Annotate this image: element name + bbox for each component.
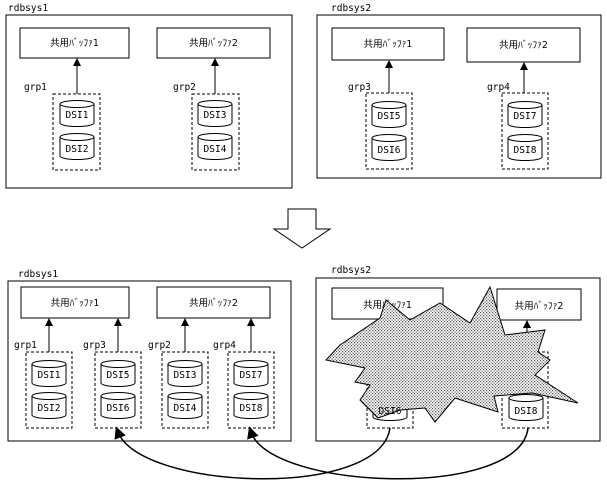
top-dsi5: DSI5 bbox=[378, 111, 401, 122]
database-cylinder-icon: DSI4 bbox=[197, 133, 233, 160]
bottom-rdbsys1-panel: rdbsys1 共用ﾊﾞｯﾌｧ1 共用ﾊﾞｯﾌｧ2 grp1 DSI1 DSI2… bbox=[7, 269, 292, 442]
database-cylinder-icon bbox=[508, 394, 544, 421]
database-cylinder-icon: DSI8 bbox=[233, 392, 269, 419]
bottom-dsi8: DSI8 bbox=[240, 403, 263, 414]
top-sys2-label: rdbsys2 bbox=[331, 3, 371, 14]
top-grp2-label: grp2 bbox=[173, 82, 196, 93]
top-sys1-buffer1-label: 共用ﾊﾞｯﾌｧ1 bbox=[50, 38, 99, 49]
database-cylinder-icon: DSI3 bbox=[167, 360, 203, 387]
bottom-grp1-label: grp1 bbox=[14, 340, 37, 351]
top-sys1-buffer2-label: 共用ﾊﾞｯﾌｧ2 bbox=[189, 38, 238, 49]
top-sys2-buffer2 bbox=[466, 27, 581, 63]
top-dsi8: DSI8 bbox=[514, 145, 537, 156]
bottom-sys1-buffer1-label: 共用ﾊﾞｯﾌｧ1 bbox=[51, 298, 100, 309]
top-grp1-label: grp1 bbox=[24, 82, 47, 93]
bottom-sys1-label: rdbsys1 bbox=[18, 269, 58, 280]
top-rdbsys1-panel: rdbsys1 共用ﾊﾞｯﾌｧ1 共用ﾊﾞｯﾌｧ2 grp1 DSI1 DSI2… bbox=[5, 3, 293, 189]
failure-burst-icon bbox=[325, 285, 579, 423]
database-cylinder-icon: DSI1 bbox=[59, 100, 95, 127]
database-cylinder-icon: DSI5 bbox=[371, 101, 407, 128]
top-dsi6: DSI6 bbox=[378, 145, 401, 156]
top-grp4-label: grp4 bbox=[487, 82, 510, 93]
top-grp2-box bbox=[191, 93, 240, 171]
failover-arrow-grp3 bbox=[114, 426, 391, 480]
bottom-sys2-dsi8: DSI8 bbox=[515, 406, 538, 417]
failover-arrow-grp4 bbox=[247, 426, 529, 480]
bottom-grp3-label: grp3 bbox=[83, 340, 106, 351]
top-sys2-buffer1-label: 共用ﾊﾞｯﾌｧ1 bbox=[364, 39, 413, 50]
top-dsi4: DSI4 bbox=[204, 144, 227, 155]
database-cylinder-icon: DSI6 bbox=[371, 134, 407, 161]
top-sys2-buffer2-label: 共用ﾊﾞｯﾌｧ2 bbox=[499, 40, 548, 51]
bottom-dsi4: DSI4 bbox=[174, 403, 197, 414]
database-cylinder-icon: DSI7 bbox=[233, 360, 269, 387]
top-sys1-buffer2 bbox=[156, 27, 271, 59]
bottom-dsi5: DSI5 bbox=[107, 370, 130, 381]
bottom-dsi1: DSI1 bbox=[38, 370, 61, 381]
database-cylinder-icon: DSI2 bbox=[59, 133, 95, 160]
bottom-dsi2: DSI2 bbox=[38, 403, 61, 414]
top-grp3-box bbox=[365, 92, 413, 170]
bottom-sys1-buffer1 bbox=[20, 286, 130, 319]
bottom-grp2-box bbox=[161, 351, 209, 429]
database-cylinder-icon: DSI4 bbox=[167, 392, 203, 419]
bottom-dsi3: DSI3 bbox=[174, 370, 197, 381]
database-cylinder-icon: DSI8 bbox=[507, 134, 543, 161]
bottom-dsi7: DSI7 bbox=[240, 370, 263, 381]
bottom-grp2-label: grp2 bbox=[148, 340, 171, 351]
bottom-sys1-buffer2-label: 共用ﾊﾞｯﾌｧ2 bbox=[189, 298, 238, 309]
top-grp1-box bbox=[52, 93, 101, 171]
database-cylinder-icon: DSI3 bbox=[197, 100, 233, 127]
database-cylinder-icon: DSI7 bbox=[507, 101, 543, 128]
top-sys2-buffer1 bbox=[331, 27, 445, 61]
top-sys1-label: rdbsys1 bbox=[8, 3, 48, 14]
bottom-grp1-box bbox=[25, 351, 73, 429]
database-cylinder-icon: DSI1 bbox=[31, 360, 67, 387]
database-cylinder-icon: DSI5 bbox=[100, 360, 136, 387]
bottom-sys2-buffer2-label: 共用ﾊﾞｯﾌｧ2 bbox=[515, 301, 564, 312]
bottom-rdbsys2-panel: rdbsys2 共用ﾊﾞｯﾌｧ1 共用ﾊﾞｯﾌｧ2 DSI6 DSI8 bbox=[315, 265, 601, 442]
bottom-dsi6: DSI6 bbox=[107, 403, 130, 414]
top-dsi1: DSI1 bbox=[66, 110, 89, 121]
top-grp4-box bbox=[501, 92, 549, 170]
bottom-sys2-dsi6: DSI6 bbox=[379, 406, 402, 417]
bottom-sys2-buffer2 bbox=[496, 288, 582, 321]
top-rdbsys2-panel: rdbsys2 共用ﾊﾞｯﾌｧ1 共用ﾊﾞｯﾌｧ2 grp3 DSI5 DSI6… bbox=[316, 3, 602, 179]
top-dsi3: DSI3 bbox=[204, 110, 227, 121]
database-cylinder-icon: DSI6 bbox=[100, 392, 136, 419]
bottom-sys1-buffer2 bbox=[156, 286, 271, 319]
top-dsi2: DSI2 bbox=[66, 144, 89, 155]
top-grp3-label: grp3 bbox=[348, 82, 371, 93]
top-dsi7: DSI7 bbox=[514, 111, 537, 122]
bottom-sys2-label: rdbsys2 bbox=[331, 265, 371, 276]
down-arrow-icon bbox=[272, 208, 332, 249]
bottom-grp4-label: grp4 bbox=[213, 340, 236, 351]
database-cylinder-icon: DSI2 bbox=[31, 392, 67, 419]
